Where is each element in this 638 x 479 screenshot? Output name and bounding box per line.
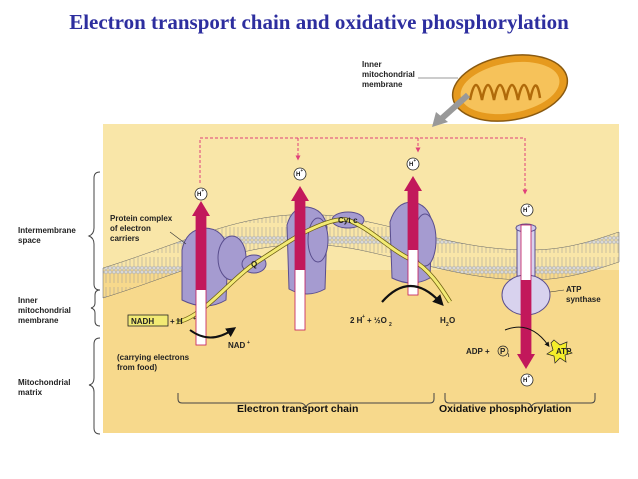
h-ion-5: H+ <box>520 373 534 387</box>
page-title: Electron transport chain and oxidative p… <box>69 10 569 34</box>
water-label: H <box>440 316 446 325</box>
cyt-c-label: Cyt c <box>338 216 358 225</box>
atp-synthase-label-1: ATP <box>566 285 582 294</box>
matrix-label-2: matrix <box>18 388 43 397</box>
svg-text:i: i <box>508 353 510 359</box>
inner-membrane-side-label-3: membrane <box>18 316 59 325</box>
intermembrane-space-label-1: Intermembrane <box>18 226 76 235</box>
svg-text:+: + <box>301 168 304 173</box>
brace-membrane <box>90 289 101 327</box>
q-label: Q <box>251 260 257 269</box>
atp-label: ATP <box>556 347 572 356</box>
h-ion-3: H+ <box>406 157 420 171</box>
oxphos-bracket <box>444 393 596 408</box>
carrying-label-2: from food) <box>117 363 157 372</box>
svg-text:+: + <box>528 374 531 379</box>
etc-bracket <box>177 393 435 409</box>
svg-text:H: H <box>523 208 527 214</box>
proton-arrow-atp <box>517 224 535 369</box>
complex-3 <box>286 206 329 295</box>
protein-complex-label-1: Protein complex <box>110 214 173 223</box>
svg-text:2: 2 <box>389 322 392 328</box>
svg-text:+: + <box>362 314 365 320</box>
intermembrane-space-label-2: space <box>18 236 41 245</box>
svg-text:O: O <box>449 316 455 325</box>
svg-text:+: + <box>414 158 417 163</box>
phosphate-icon <box>497 345 509 357</box>
protein-complex-label-3: carriers <box>110 234 140 243</box>
nadh-plus-h: + H <box>170 317 183 326</box>
h-ion-1: H+ <box>194 187 208 201</box>
brace-matrix <box>88 337 101 435</box>
pi-label: P <box>500 347 506 356</box>
inner-membrane-side-label-1: Inner <box>18 296 38 305</box>
h-ion-4: H+ <box>520 203 534 217</box>
nad-label: NAD <box>228 341 246 350</box>
svg-text:H: H <box>409 162 413 168</box>
matrix-label-1: Mitochondrial <box>18 378 70 387</box>
etc-label: Electron transport chain <box>237 403 358 415</box>
proton-return-path <box>199 137 528 195</box>
svg-text:+: + <box>247 340 250 346</box>
oxphos-label: Oxidative phosphorylation <box>439 403 571 415</box>
svg-text:+: + <box>193 316 196 322</box>
proton-arrow-2 <box>291 186 309 331</box>
nadh-box <box>127 314 169 327</box>
atp-synthase-label-2: synthase <box>566 295 601 304</box>
inner-membrane-top-label-3: membrane <box>362 80 403 89</box>
water-eq-right: + ½O <box>367 316 387 325</box>
atp-burst-icon <box>546 339 573 364</box>
adp-label: ADP + <box>466 347 490 356</box>
inner-membrane-top-label-1: Inner <box>362 60 382 69</box>
svg-text:+: + <box>528 204 531 209</box>
svg-text:H: H <box>296 172 300 178</box>
water-eq-left: 2 H <box>350 316 363 325</box>
svg-text:+: + <box>202 188 205 193</box>
carrying-label-1: (carrying electrons <box>117 353 190 362</box>
svg-text:H: H <box>523 378 527 384</box>
svg-text:H: H <box>197 192 201 198</box>
protein-complex-label-2: of electron <box>110 224 151 233</box>
nadh-label: NADH <box>131 317 154 326</box>
svg-text:2: 2 <box>446 322 449 328</box>
inner-membrane-side-label-2: mitochondrial <box>18 306 71 315</box>
brace-intermembrane <box>87 171 101 291</box>
mitochondrion-icon <box>451 54 569 122</box>
proton-arrow-3 <box>404 176 422 296</box>
h-ion-2: H+ <box>293 167 307 181</box>
proton-arrow-1 <box>192 201 210 346</box>
inner-membrane-top-label-2: mitochondrial <box>362 70 415 79</box>
